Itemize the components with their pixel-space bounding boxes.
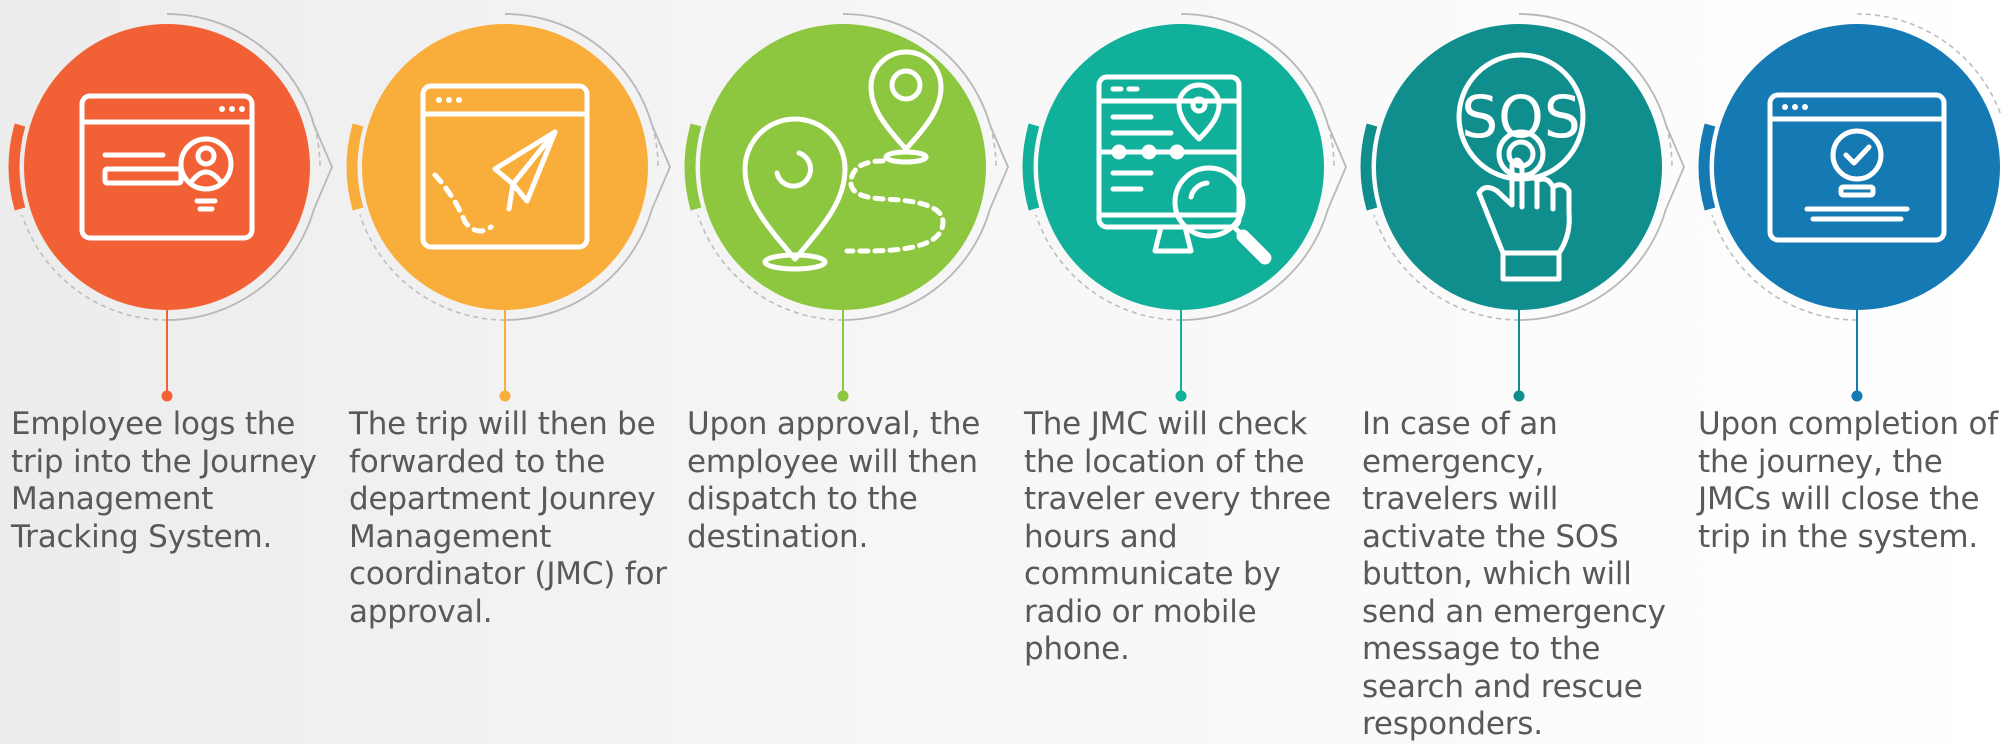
step-4-circle [1038, 24, 1324, 310]
step-6-accent-arc [1698, 123, 1716, 211]
step-1-description: Employee logs the trip into the Journey … [11, 406, 317, 555]
step-3-description: Upon approval, the employee will then di… [687, 406, 981, 555]
step-5-gray-ring [1518, 13, 1685, 321]
step-4-connector-dot [1175, 390, 1187, 402]
step-5-connector-dot [1513, 390, 1525, 402]
map-route-pins-icon [742, 49, 946, 272]
step-3-connector-dot [837, 390, 849, 402]
monitor-map-search-icon [1096, 74, 1272, 265]
step-6-dashed-ring [1711, 13, 2001, 321]
step-2-accent-arc [346, 123, 364, 211]
step-4-accent-arc [1022, 123, 1040, 211]
step-4 [1022, 13, 1347, 402]
sos-button-hand-icon: SOS [1456, 52, 1586, 282]
step-5: SOS [1360, 13, 1685, 402]
step-6-circle [1714, 24, 2000, 310]
step-4-description: The JMC will check the location of the t… [1024, 406, 1332, 667]
step-2-connector-dot [499, 390, 511, 402]
journey-process-diagram: SOS [8, 13, 2001, 402]
step-3-gray-ring [842, 13, 1009, 321]
step-2-circle [362, 24, 648, 310]
step-5-description: In case of an emergency, travelers will … [1362, 406, 1666, 742]
step-6 [1698, 13, 2001, 402]
step-1 [8, 13, 333, 402]
browser-user-icon [79, 93, 255, 241]
step-1-gray-ring [166, 13, 333, 321]
step-6-description: Upon completion of the journey, the JMCs… [1698, 406, 1998, 555]
step-6-connector-dot [1851, 390, 1863, 402]
step-1-accent-arc [8, 123, 26, 211]
step-5-accent-arc [1360, 123, 1378, 211]
browser-checkmark-icon [1767, 92, 1947, 243]
step-2 [346, 13, 671, 402]
step-2-gray-ring [504, 13, 671, 321]
browser-paper-plane-icon [420, 83, 590, 250]
step-2-description: The trip will then be forwarded to the d… [349, 406, 667, 630]
step-3-accent-arc [684, 123, 702, 211]
step-4-gray-ring [1180, 13, 1347, 321]
step-3 [684, 13, 1009, 402]
step-1-connector-dot [161, 390, 173, 402]
